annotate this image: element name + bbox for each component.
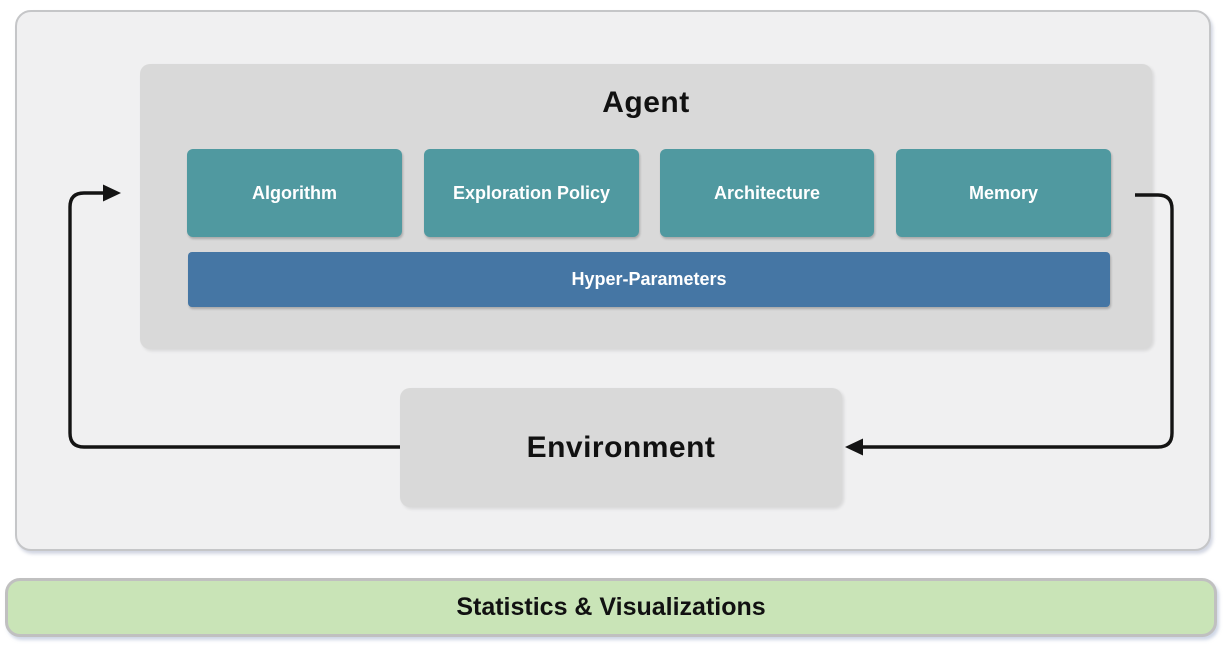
agent-box: Agent Algorithm Exploration Policy Archi… [140,64,1152,349]
agent-component-exploration-policy: Exploration Policy [424,149,639,237]
agent-component-architecture: Architecture [660,149,874,237]
agent-component-algorithm: Algorithm [187,149,402,237]
hyper-parameters-bar: Hyper-Parameters [188,252,1110,307]
agent-title: Agent [602,86,690,119]
environment-box: Environment [400,388,842,507]
agent-component-memory: Memory [896,149,1111,237]
statistics-visualizations-bar: Statistics & Visualizations [5,578,1217,637]
